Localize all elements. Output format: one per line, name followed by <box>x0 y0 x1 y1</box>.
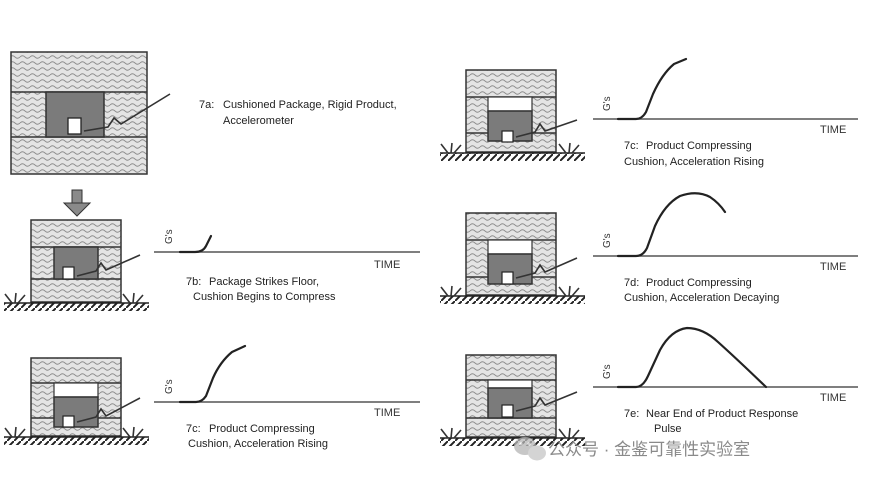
floor-7d <box>440 285 585 304</box>
floor-7c-right <box>440 142 585 161</box>
caption-7b-line2: Cushion Begins to Compress <box>193 291 336 303</box>
xlabel-7c-left: TIME <box>374 407 400 419</box>
caption-7b-id: 7b: <box>186 276 201 288</box>
package-7e <box>465 354 578 438</box>
pulse-curve-7c-right <box>616 57 688 121</box>
pulse-curve-7e <box>616 326 768 389</box>
panel-7b: G's TIME 7b: Package Strikes Floor, Cush… <box>4 219 420 311</box>
caption-7c-left-id: 7c: <box>186 423 201 435</box>
caption-7b-line1: Package Strikes Floor, <box>209 276 319 288</box>
caption-7a-line1: Cushioned Package, Rigid Product, <box>223 99 397 111</box>
panel-7a: 7a: Cushioned Package, Rigid Product, Ac… <box>10 51 397 217</box>
sensor-cable <box>83 93 171 132</box>
floor-7c-left <box>4 426 149 445</box>
ylabel-7b: G's <box>164 229 175 244</box>
caption-7e-line1: Near End of Product Response <box>646 408 798 420</box>
panel-7c-left: G's TIME 7c: Product Compressing Cushion… <box>4 344 420 450</box>
down-arrow-icon <box>62 189 92 217</box>
xlabel-7c-right: TIME <box>820 124 846 136</box>
caption-7e-id: 7e: <box>624 408 639 420</box>
caption-7d-line2: Cushion, Acceleration Decaying <box>624 292 779 304</box>
panel-7e: G's TIME 7e: Near End of Product Respons… <box>440 326 858 446</box>
package-7c-right <box>465 69 578 153</box>
watermark-text: 公众号 · 金鉴可靠性实验室 <box>548 440 750 459</box>
xlabel-7b: TIME <box>374 259 400 271</box>
xlabel-7e: TIME <box>820 392 846 404</box>
floor-7e <box>440 427 585 446</box>
package-7b <box>30 219 141 303</box>
pulse-curve-7c-left <box>178 344 247 404</box>
caption-7d-id: 7d: <box>624 277 639 289</box>
ylabel-7c-right: G's <box>602 96 613 111</box>
panel-7c-right: G's TIME 7c: Product Compressing Cushion… <box>440 57 858 168</box>
pulse-curve-7b <box>178 234 213 254</box>
ylabel-7c-left: G's <box>164 379 175 394</box>
caption-7c-left-line1: Product Compressing <box>209 423 315 435</box>
caption-7c-left-line2: Cushion, Acceleration Rising <box>188 438 328 450</box>
package-7d <box>465 212 578 296</box>
pulse-curve-7d <box>616 192 727 258</box>
caption-7a-id: 7a: <box>199 99 214 111</box>
ylabel-7e: G's <box>602 364 613 379</box>
xlabel-7d: TIME <box>820 261 846 273</box>
caption-7a-line2: Accelerometer <box>223 115 294 127</box>
ylabel-7d: G's <box>602 233 613 248</box>
package-7c-left <box>30 357 141 437</box>
watermark: 公众号 · 金鉴可靠性实验室 <box>514 437 750 461</box>
accelerometer <box>67 117 82 135</box>
caption-7d-line1: Product Compressing <box>646 277 752 289</box>
caption-7c-right-line2: Cushion, Acceleration Rising <box>624 156 764 168</box>
caption-7c-right-line1: Product Compressing <box>646 140 752 152</box>
panel-7d: G's TIME 7d: Product Compressing Cushion… <box>440 192 858 304</box>
package-7a <box>10 51 171 175</box>
caption-7c-right-id: 7c: <box>624 140 639 152</box>
wechat-icon <box>514 437 546 461</box>
floor-7b <box>4 292 149 311</box>
caption-7e-line2: Pulse <box>654 423 682 435</box>
